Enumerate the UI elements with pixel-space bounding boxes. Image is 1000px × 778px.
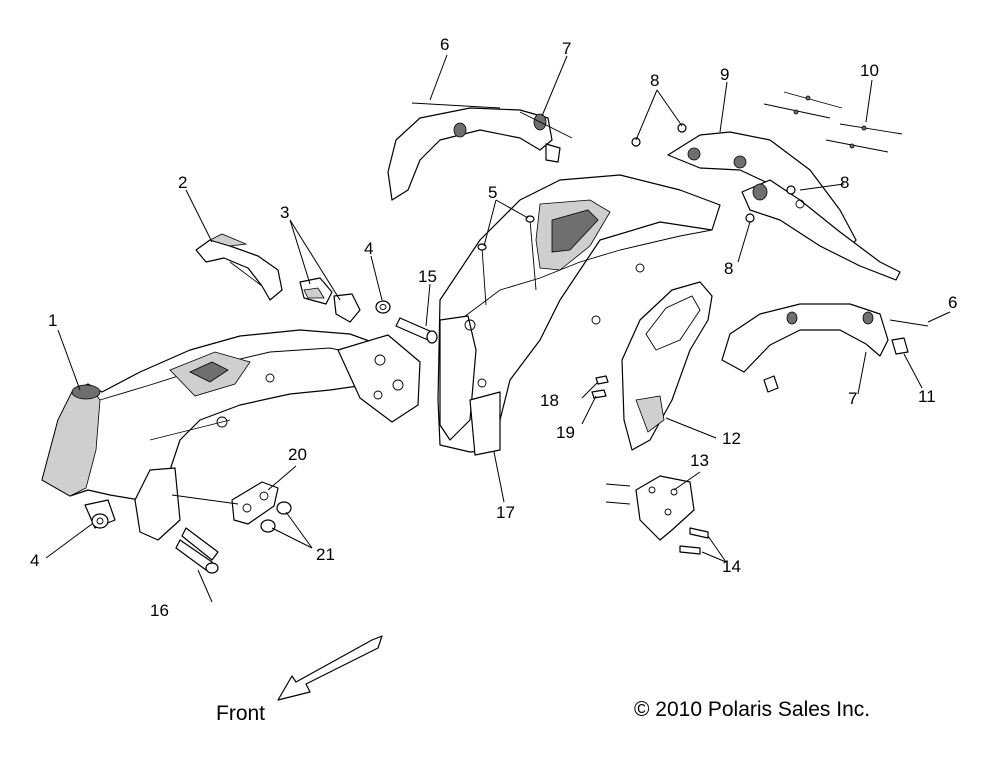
callout-5: 5 (488, 183, 497, 202)
callout-4-upper: 4 (364, 239, 373, 258)
upper-rear-bracket-part (387, 102, 573, 201)
callout-12: 12 (722, 429, 741, 448)
callout-3: 3 (280, 203, 289, 222)
callout-8-right: 8 (840, 173, 849, 192)
callout-11: 11 (918, 387, 936, 406)
bolt-parts-14 (679, 527, 709, 555)
callout-18: 18 (540, 391, 559, 410)
plate-part-20 (231, 481, 279, 525)
clamp-pair-part (299, 277, 361, 323)
callout-8-middle: 8 (724, 259, 733, 278)
main-frame-part (41, 329, 421, 541)
callout-15: 15 (418, 267, 437, 286)
callout-16: 16 (150, 601, 169, 620)
callout-20: 20 (288, 445, 307, 464)
callout-9: 9 (720, 65, 729, 84)
bushing-parts-21 (260, 501, 292, 533)
lower-rear-bracket-part (721, 303, 929, 393)
callout-13: 13 (690, 451, 709, 470)
bolt-part-15 (395, 317, 438, 344)
callout-6-lower: 6 (948, 293, 957, 312)
center-frame-part (437, 174, 721, 456)
callout-7-lower: 7 (848, 389, 857, 408)
callout-19: 19 (556, 423, 575, 442)
callout-1: 1 (48, 311, 57, 330)
clamp-bracket-part (195, 233, 283, 301)
nut-parts (91, 300, 391, 529)
wire-clip-parts-10 (763, 91, 903, 153)
leader-lines (45, 54, 951, 603)
callout-10: 10 (860, 61, 879, 80)
rear-frame-part (667, 131, 901, 281)
cover-part-12 (621, 281, 713, 451)
mount-bracket-part-13 (605, 475, 695, 541)
front-direction-label: Front (216, 702, 265, 725)
fastener-parts-8 (631, 123, 796, 223)
copyright-notice: © 2010 Polaris Sales Inc. (634, 698, 870, 721)
callout-2: 2 (178, 173, 187, 192)
callout-21: 21 (316, 545, 335, 564)
front-arrow (277, 635, 383, 701)
callout-4-lower: 4 (30, 551, 39, 570)
callout-labels: 1 2 3 4 4 5 6 6 7 7 8 8 8 9 10 11 12 13 … (30, 35, 957, 620)
pin-parts-16 (175, 527, 219, 574)
callout-17: 17 (496, 503, 515, 522)
callout-6-upper: 6 (440, 35, 449, 54)
callout-7-upper: 7 (562, 39, 571, 58)
small-pin-parts (591, 375, 609, 399)
callout-8-top: 8 (650, 71, 659, 90)
callout-14: 14 (722, 557, 741, 576)
